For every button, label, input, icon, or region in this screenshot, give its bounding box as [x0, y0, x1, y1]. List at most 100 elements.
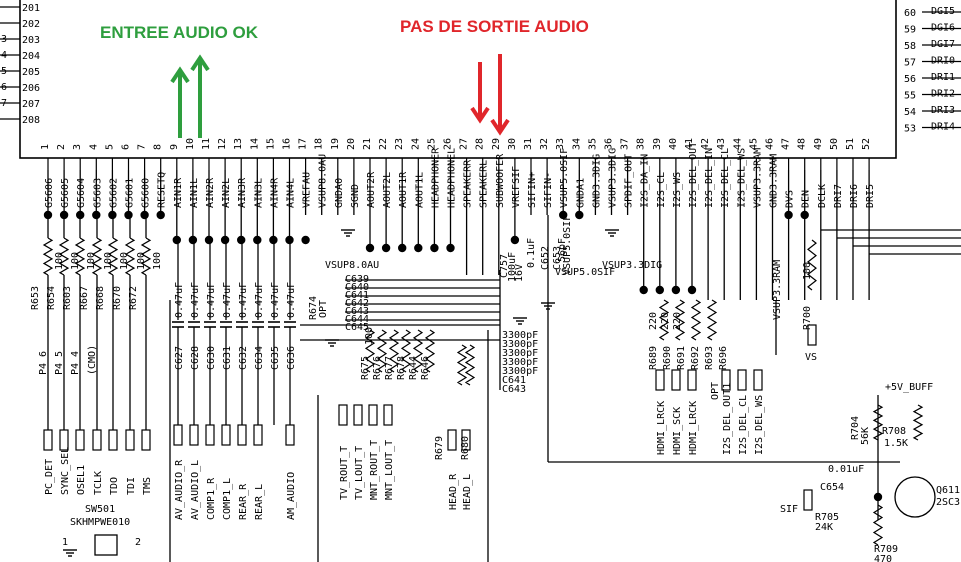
resistor-left-value: 100 — [119, 252, 130, 270]
bottom-pin-number: 30 — [507, 138, 518, 150]
connector-left — [141, 429, 151, 451]
i2s-connector — [753, 369, 763, 391]
resistor-mid — [364, 329, 376, 373]
right-pin-number: 56 — [904, 74, 916, 85]
capacitor-left-name: C634 — [254, 346, 265, 370]
resistor-left-name: R653 — [30, 286, 41, 310]
sif-vsup-label: VSUP5.0SIF — [555, 267, 615, 278]
pin-net-label: AIN4R — [269, 177, 280, 208]
red-arrow-head — [490, 118, 510, 136]
i2s-resistor-value: 220 — [648, 312, 659, 330]
pin-net-label: SPEAKERL — [479, 160, 490, 208]
i2s-connector-label: I2S_DEL_WS — [754, 395, 765, 455]
connector-left — [108, 429, 118, 451]
connector-left — [125, 429, 135, 451]
pin-net-label: AIN2R — [205, 177, 216, 208]
i2s-resistor-name: R696 — [718, 346, 729, 370]
pin-net-label: G5606 — [44, 178, 55, 208]
left-stub-number: 7 — [1, 98, 7, 109]
bottom-pin-number: 50 — [829, 138, 840, 150]
pin-net-label: DVS — [785, 190, 796, 208]
sif-part-label: 100uF — [507, 252, 518, 282]
audio-out-connector-label: MNT_LOUT_T — [384, 440, 395, 500]
switch-pin2: 2 — [135, 537, 141, 548]
junction-dot — [220, 235, 230, 245]
resistor-mid-name: R678 — [396, 356, 407, 380]
opt-label-2: OPT — [710, 382, 721, 400]
left-stub-number: 6 — [1, 82, 7, 93]
bottom-pin-number: 42 — [700, 138, 711, 150]
junction-dot — [800, 210, 809, 220]
audio-in-connector — [237, 424, 247, 446]
pin-label-left: (CMO) — [87, 345, 98, 375]
head-resistor — [456, 344, 468, 386]
resistor-mid — [388, 329, 400, 373]
pin-net-label: I2S_DA_IN — [640, 154, 651, 208]
resistor-mid — [400, 329, 412, 373]
i2s-connector-label: HDMI_SCK — [672, 407, 683, 455]
pin-net-label: SIFIN- — [543, 172, 554, 208]
pin-net-label: AOUT1L — [414, 172, 425, 208]
pin-net-label: DRI7 — [833, 184, 844, 208]
sif-part-label: C652 — [540, 246, 551, 270]
bottom-pin-number: 36 — [604, 138, 615, 150]
pin-label-left: P4_6 — [38, 351, 49, 375]
pin-net-label: G5605 — [60, 178, 71, 208]
resistor-left-name: R603 — [62, 286, 73, 310]
cap-value: 0.01uF — [828, 464, 864, 475]
r708-value: 1.5K — [884, 438, 908, 449]
bottom-pin-number: 28 — [475, 138, 486, 150]
bottom-pin-number: 46 — [765, 138, 776, 150]
connector-left — [59, 429, 69, 451]
junction-dot — [687, 285, 697, 295]
r700-name: R700 — [802, 306, 813, 330]
left-pin-number: 201 — [22, 3, 40, 14]
bottom-pin-number: 33 — [555, 138, 566, 150]
opt-label: OPT — [318, 300, 329, 318]
i2s-resistor-name: R691 — [676, 346, 687, 370]
right-pin-label: DRI2 — [931, 89, 955, 100]
transistor-part: 2SC3 — [936, 497, 960, 508]
audio-in-connector-label: COMP1_R — [206, 477, 217, 520]
bottom-pin-number: 2 — [56, 144, 67, 150]
r708-symbol — [912, 404, 924, 441]
audio-in-connector-label: REAR_L — [254, 484, 265, 520]
left-pin-number: 203 — [22, 35, 40, 46]
junction-dot — [124, 210, 133, 220]
right-pin-label: DRI0 — [931, 56, 955, 67]
connector-left-label: TMS — [142, 477, 153, 495]
switch-part: SKHMPWE010 — [70, 517, 130, 528]
switch-pin1: 1 — [62, 537, 68, 548]
junction-dot — [140, 210, 149, 220]
bottom-pin-number: 3 — [72, 144, 83, 150]
pin-net-label: G5601 — [125, 178, 136, 208]
r708-name: R708 — [882, 426, 906, 437]
pin-net-label: G5602 — [108, 178, 119, 208]
capacitor-left-value: 0.47uF — [238, 282, 249, 318]
bottom-pin-number: 39 — [652, 138, 663, 150]
i2s-connector — [671, 369, 681, 391]
bottom-pin-number: 49 — [813, 138, 824, 150]
bottom-pin-number: 5 — [104, 144, 115, 150]
junction-dot — [414, 243, 423, 253]
pf-value-label: 3300pF — [502, 366, 538, 377]
left-pin-number: 204 — [22, 51, 40, 62]
i2s-resistor-symbol — [674, 299, 686, 341]
pin-net-label: DRI6 — [849, 184, 860, 208]
transistor-symbol — [894, 476, 936, 518]
capacitor-left-value: 0.47uF — [270, 282, 281, 318]
capacitor-left-name: C630 — [206, 346, 217, 370]
bottom-pin-number: 44 — [732, 138, 743, 150]
pin-net-label: AIN2L — [221, 178, 232, 208]
capacitor-left-value: 0.47uF — [254, 282, 265, 318]
pin-net-label: I2S_DEL_CL — [720, 148, 731, 208]
junction-dot — [510, 235, 520, 245]
resistor-mid-name: R644 — [408, 356, 419, 380]
pin-net-label: AIN1R — [173, 177, 184, 208]
capacitor-left-value: 0.47uF — [190, 282, 201, 318]
resistor-mid-name: R646 — [420, 356, 431, 380]
i2s-connector — [721, 369, 731, 391]
bottom-pin-number: 18 — [314, 138, 325, 150]
resistor-left — [107, 237, 119, 276]
pin-label-left: P4_5 — [54, 351, 65, 375]
